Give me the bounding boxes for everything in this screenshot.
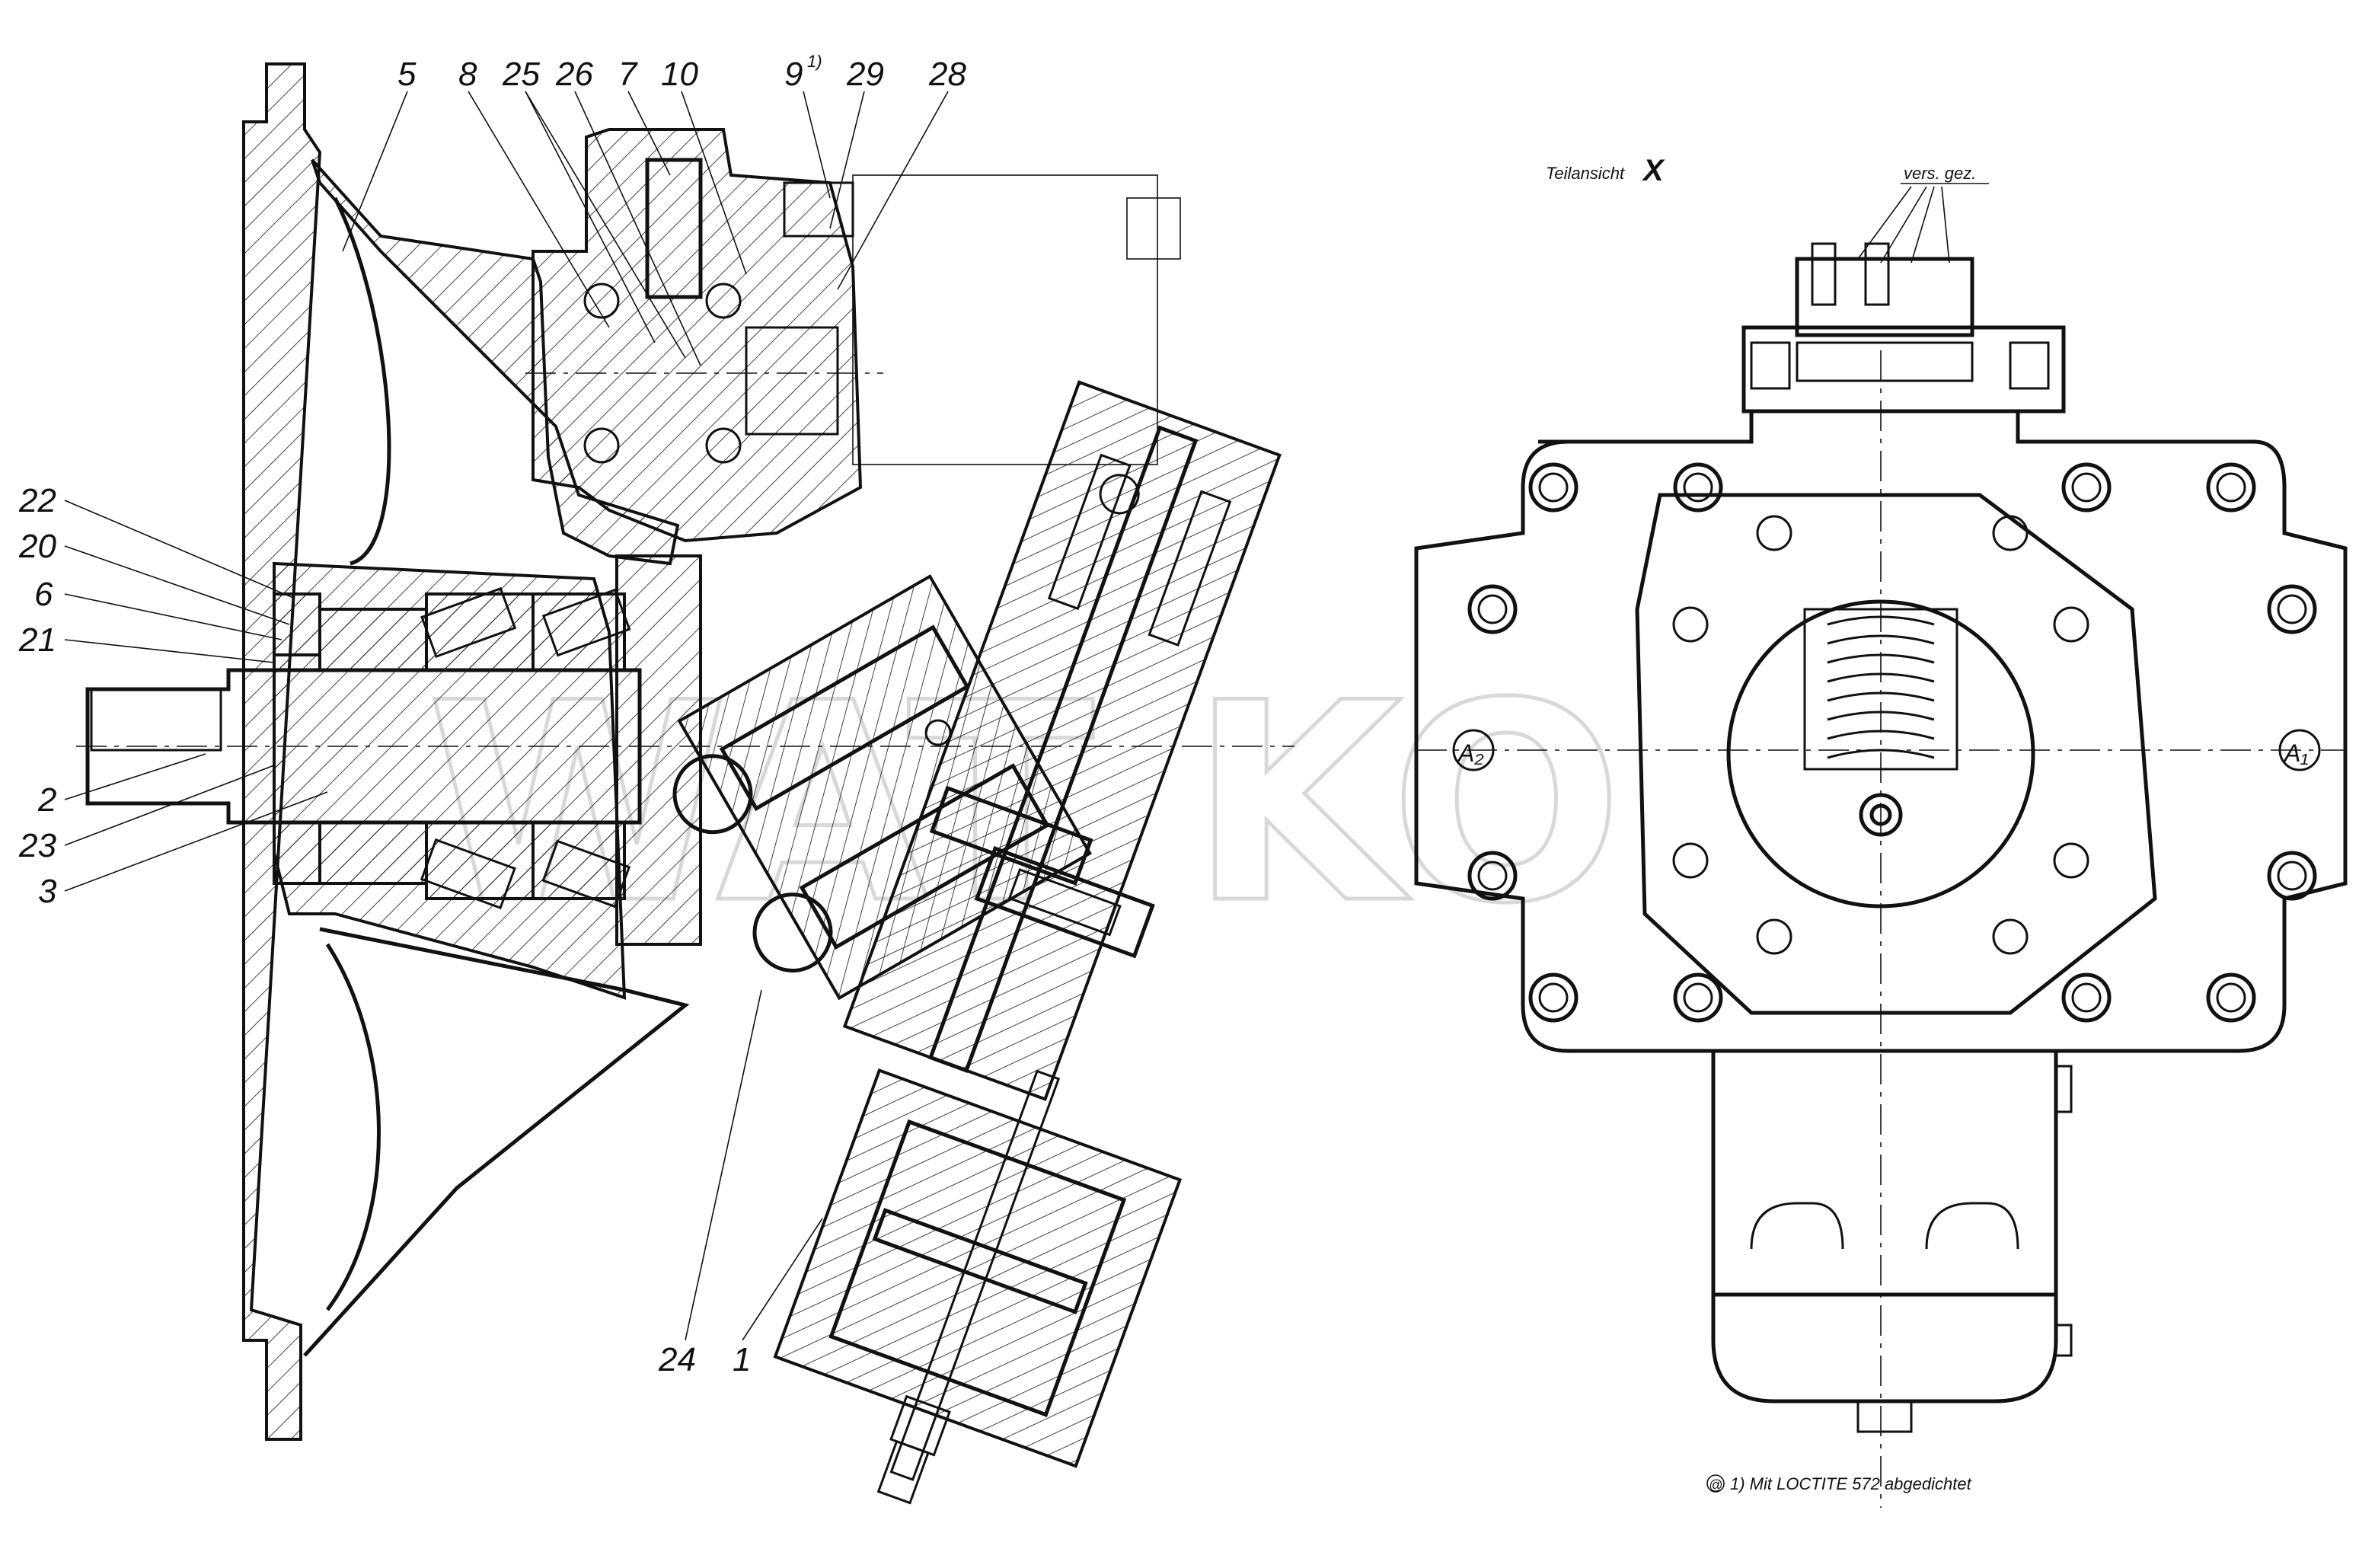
callout-10: 10 bbox=[661, 56, 698, 93]
aux-gear-pocket bbox=[645, 158, 703, 299]
callout-20: 20 bbox=[18, 528, 56, 565]
control-housing bbox=[842, 380, 1282, 1101]
callout-26: 26 bbox=[555, 56, 593, 93]
aux-gear-housing bbox=[532, 128, 863, 543]
drive-flange bbox=[615, 554, 702, 946]
housing-lower-rib bbox=[303, 927, 690, 1357]
view-title-mark: X bbox=[1642, 154, 1665, 187]
callout-24: 24 bbox=[658, 1341, 696, 1378]
section-view: 5 8 25 26 7 10 9 1) 29 28 22 20 6 21 2 2… bbox=[18, 52, 1294, 1505]
bolt-holes bbox=[1467, 462, 2317, 1023]
callout-22: 22 bbox=[18, 482, 56, 519]
callout-28: 28 bbox=[928, 56, 966, 93]
control-valve bbox=[974, 845, 1155, 959]
callout-5: 5 bbox=[397, 56, 417, 93]
footnote-symbol: @ bbox=[1709, 1477, 1722, 1493]
callout-29: 29 bbox=[846, 56, 884, 93]
callout-2: 2 bbox=[37, 781, 56, 819]
housing-outline bbox=[1414, 409, 2348, 1053]
footnote-loctite: 1) Mit LOCTITE 572 abgedichtet bbox=[1730, 1474, 1972, 1493]
roller-bearings bbox=[318, 586, 631, 910]
partial-view-x: Teilansicht X vers. gez. bbox=[1414, 154, 2348, 1508]
callout-21: 21 bbox=[18, 621, 56, 659]
callout-8: 8 bbox=[458, 56, 477, 93]
aux-pump bbox=[852, 174, 1158, 465]
callout-23: 23 bbox=[18, 827, 56, 864]
port-a1: A₁ bbox=[2283, 739, 2308, 767]
spring bbox=[1827, 615, 1935, 759]
shaft-key bbox=[90, 688, 222, 752]
shaft-seal bbox=[273, 592, 321, 885]
adjust-cylinder bbox=[773, 1068, 1183, 1505]
callout-6: 6 bbox=[34, 576, 53, 613]
leader-lines bbox=[64, 91, 949, 1341]
callout-9-footnote-mark: 1) bbox=[807, 52, 822, 71]
inner-flange bbox=[1635, 493, 2157, 1015]
callout-25: 25 bbox=[502, 56, 540, 93]
callouts: 5 8 25 26 7 10 9 1) 29 28 22 20 6 21 2 2… bbox=[18, 52, 966, 1378]
view-title: Teilansicht bbox=[1546, 164, 1625, 183]
callout-7: 7 bbox=[618, 56, 638, 93]
coupling-sleeve bbox=[745, 326, 839, 436]
callout-1: 1 bbox=[733, 1341, 751, 1378]
port-a2: A₂ bbox=[1457, 739, 1484, 767]
callout-3: 3 bbox=[38, 873, 57, 910]
valve-block bbox=[1741, 242, 2066, 414]
callout-9: 9 bbox=[784, 56, 803, 93]
note-vers-gez: vers. gez. bbox=[1904, 164, 1976, 183]
lower-pump bbox=[1711, 1051, 2073, 1433]
